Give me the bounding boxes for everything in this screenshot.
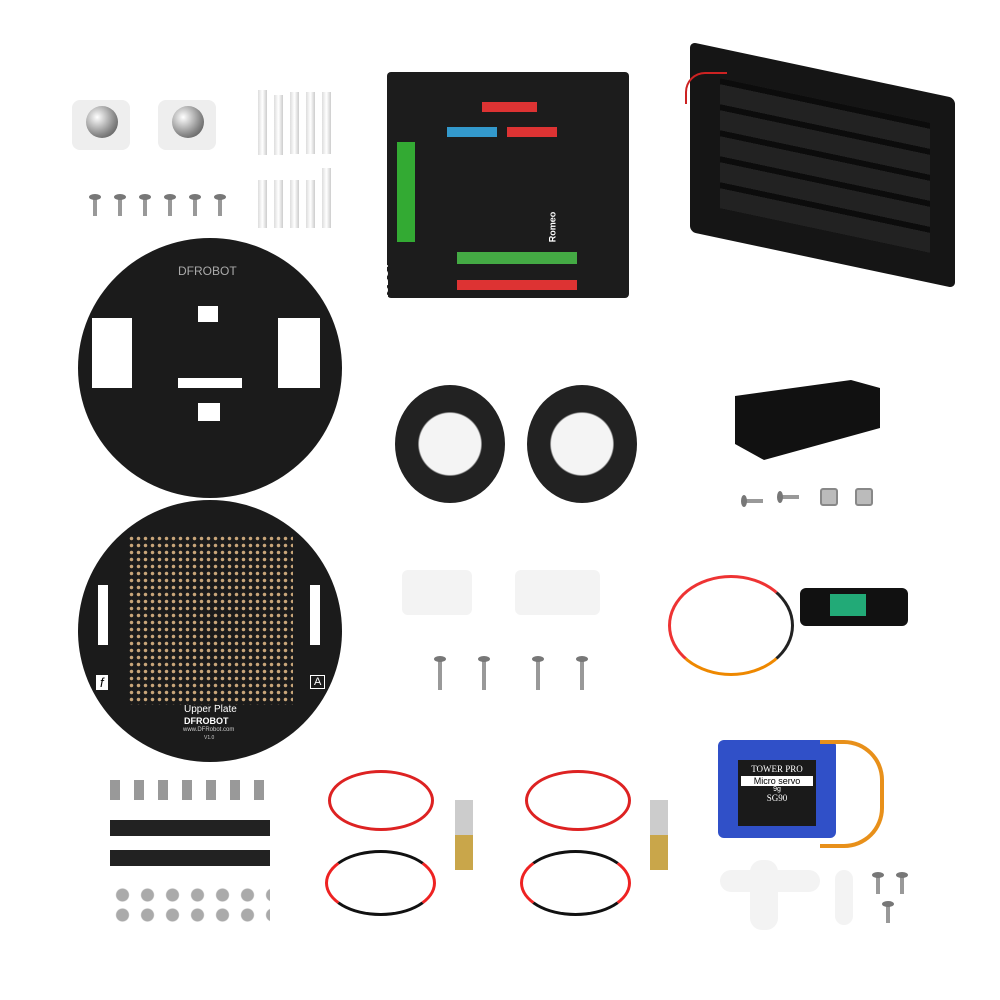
battery-wire-red <box>685 72 727 104</box>
standoff <box>306 92 315 154</box>
upper-plate-brand: DFROBOT <box>184 716 229 726</box>
motor-bracket <box>735 380 880 460</box>
standoff <box>258 180 267 228</box>
sensor-mount <box>402 570 472 615</box>
standoff <box>274 180 283 228</box>
upper-plate-url: www.DFRobot.com <box>183 727 235 733</box>
screw-washer-nut-set <box>110 780 275 930</box>
standoff <box>322 92 331 154</box>
battery-holder <box>690 41 955 289</box>
gear-motor <box>455 800 473 870</box>
screw <box>896 872 908 894</box>
romeo-board: DFROBOT Romeo <box>379 72 629 317</box>
motor-cable <box>520 850 631 916</box>
servo-horn <box>835 870 853 925</box>
upper-plate-title: Upper Plate <box>184 704 237 715</box>
servo-line: Micro servo <box>741 776 813 786</box>
motor-cable <box>328 770 434 831</box>
servo-model: SG90 <box>766 793 788 803</box>
sensor-cable <box>668 575 794 676</box>
screw <box>434 656 446 690</box>
screw <box>872 872 884 894</box>
wheel <box>527 385 637 503</box>
servo-brand: TOWER PRO <box>751 764 803 774</box>
gear-motor <box>650 800 668 870</box>
screw <box>882 901 894 923</box>
nut <box>820 488 838 506</box>
standoff <box>274 95 283 155</box>
standoff <box>290 92 299 154</box>
screw <box>189 194 201 216</box>
ball-caster <box>158 100 216 150</box>
standoff <box>290 180 299 228</box>
micro-servo: TOWER PRO Micro servo 9g SG90 <box>718 740 836 838</box>
screw <box>164 194 176 216</box>
ir-distance-sensor <box>800 588 908 626</box>
motor-cable <box>325 850 436 916</box>
upper-plate: f A Upper Plate DFROBOT www.DFRobot.com … <box>78 500 342 762</box>
upper-plate-version: V1.0 <box>204 735 215 741</box>
sensor-mount <box>515 570 600 615</box>
servo-cable <box>820 740 884 848</box>
screw <box>745 499 763 503</box>
motor-cable <box>525 770 631 831</box>
wheel <box>395 385 505 503</box>
screw <box>532 656 544 690</box>
upper-plate-right-mark: A <box>310 675 326 689</box>
screw <box>139 194 151 216</box>
standoff <box>322 168 331 228</box>
screw <box>478 656 490 690</box>
standoff <box>258 90 267 155</box>
screw <box>781 495 799 499</box>
board-brand: DFROBOT <box>379 262 391 317</box>
board-model: Romeo <box>547 211 558 243</box>
screw <box>89 194 101 216</box>
screw <box>576 656 588 690</box>
servo-weight: 9g <box>773 786 781 793</box>
screw <box>214 194 226 216</box>
ball-caster <box>72 100 130 150</box>
screw <box>114 194 126 216</box>
lower-plate: DFROBOT <box>78 238 342 498</box>
upper-plate-left-mark: f <box>96 675 108 690</box>
servo-horn <box>750 860 778 930</box>
nut <box>855 488 873 506</box>
lower-plate-brand: DFROBOT <box>178 264 237 278</box>
standoff <box>306 180 315 228</box>
